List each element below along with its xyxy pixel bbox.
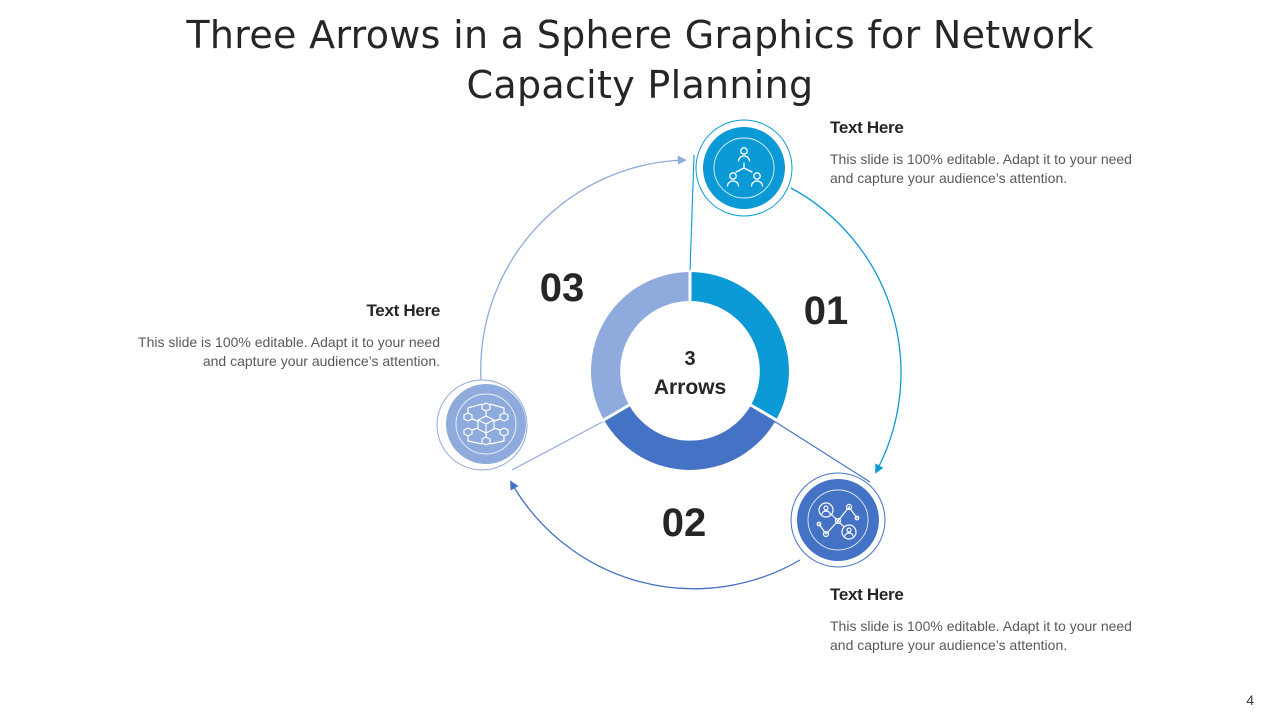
text-block-02: Text Here This slide is 100% editable. A…	[830, 585, 1170, 655]
segment-number-01: 01	[804, 289, 849, 333]
text-block-01-line2: and capture your audience’s attention.	[830, 170, 1068, 186]
network-people-icon	[816, 502, 860, 540]
text-block-01-body: This slide is 100% editable. Adapt it to…	[830, 150, 1170, 188]
text-block-03-line2: and capture your audience’s attention.	[202, 353, 440, 369]
text-block-02-heading: Text Here	[830, 585, 904, 604]
ring-segment-01	[690, 272, 789, 420]
text-block-02-line2: and capture your audience’s attention.	[830, 637, 1068, 653]
text-block-02-body: This slide is 100% editable. Adapt it to…	[830, 617, 1170, 655]
text-block-03-heading: Text Here	[366, 301, 440, 320]
arrow-02-to-03	[510, 480, 801, 590]
center-number: 3	[684, 348, 695, 370]
node-03	[436, 379, 528, 471]
text-block-01-heading: Text Here	[830, 118, 904, 137]
node-01	[695, 119, 793, 217]
center-label: Arrows	[654, 376, 726, 399]
connector-02	[773, 420, 871, 483]
text-block-01: Text Here This slide is 100% editable. A…	[830, 118, 1170, 188]
people-hierarchy-icon	[726, 147, 764, 187]
ring-segment-03	[591, 272, 690, 420]
text-block-03: Text Here This slide is 100% editable. A…	[100, 301, 440, 371]
segment-number-02: 02	[662, 501, 707, 545]
cube-network-icon	[463, 402, 509, 446]
connector-01	[689, 154, 695, 273]
text-block-02-line1: This slide is 100% editable. Adapt it to…	[830, 618, 1132, 634]
text-block-03-line1: This slide is 100% editable. Adapt it to…	[138, 334, 440, 350]
connector-03	[511, 419, 607, 471]
arrow-01-to-02	[790, 187, 902, 474]
slide-title: Three Arrows in a Sphere Graphics for Ne…	[186, 13, 1094, 107]
segment-number-03: 03	[540, 266, 585, 310]
page-number: 4	[1246, 692, 1254, 708]
node-02	[790, 472, 886, 568]
ring-segment-02	[604, 405, 776, 470]
text-block-01-line1: This slide is 100% editable. Adapt it to…	[830, 151, 1132, 167]
text-block-03-body: This slide is 100% editable. Adapt it to…	[100, 333, 440, 371]
arrow-03-to-01	[480, 155, 687, 381]
